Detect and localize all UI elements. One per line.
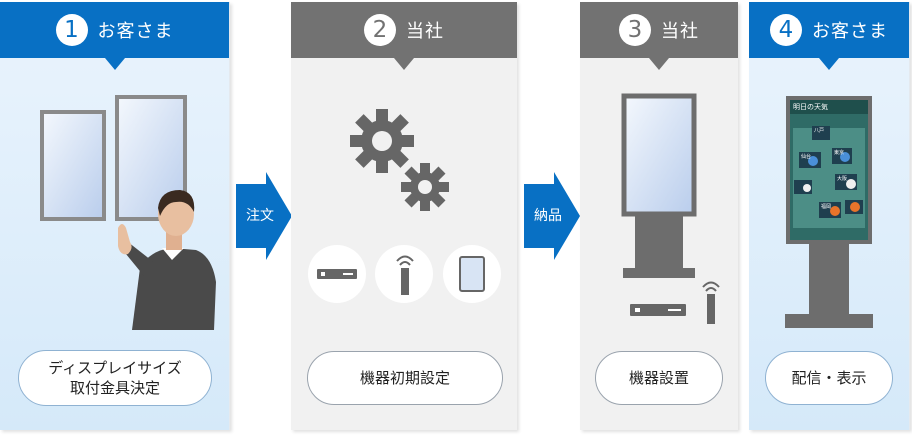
step-1-header-pointer — [104, 58, 125, 70]
signage-city-5: 福岡 — [821, 204, 832, 210]
person-pointing-illustration — [118, 190, 216, 330]
step-4-number: 4 — [770, 14, 802, 46]
step-3-panel: 3 当社 機器設置 — [580, 2, 738, 430]
step-4-header: 4 お客さま — [749, 2, 909, 58]
signage-stand-illustration — [621, 93, 697, 278]
step-4-panel: 4 お客さま 明日の天気 八戸 仙台 東京 大阪 福岡 配信・表示 — [749, 2, 910, 430]
step-3-header-pointer — [649, 58, 669, 70]
signage-with-content-illustration — [785, 96, 873, 328]
set-top-box-icon — [630, 304, 686, 316]
router-device-circle — [375, 245, 433, 303]
step-3-number: 3 — [619, 14, 651, 46]
step-2-number: 2 — [364, 14, 396, 46]
step-1-label: ディスプレイサイズ 取付金具決定 — [18, 350, 212, 406]
wireless-router-icon — [702, 281, 720, 324]
step-2-header: 2 当社 — [291, 2, 517, 58]
step-2-title: 当社 — [406, 21, 444, 42]
step-3-label: 機器設置 — [595, 351, 723, 405]
step-2-label: 機器初期設定 — [307, 351, 503, 405]
step-1-label-line1: ディスプレイサイズ — [48, 359, 182, 377]
step-1-title: お客さま — [97, 21, 174, 42]
display-device-circle — [443, 245, 501, 303]
step-4-label: 配信・表示 — [765, 351, 893, 405]
tablet-display-icon — [459, 256, 485, 292]
step-3-title: 当社 — [661, 21, 699, 42]
signage-city-3: 東京 — [834, 150, 845, 156]
step-2-header-pointer — [394, 58, 414, 70]
step-1-panel: 1 お客さま ディスプレイサイズ 取付金具決定 — [0, 2, 230, 430]
step-1-header: 1 お客さま — [0, 2, 229, 58]
delivery-arrow: 納品 — [524, 172, 580, 260]
order-arrow-label: 注文 — [246, 208, 274, 224]
gears-icon — [350, 109, 449, 211]
step-4-title: お客さま — [812, 21, 888, 42]
set-top-box-icon — [317, 269, 357, 279]
order-arrow: 注文 — [236, 172, 292, 260]
wireless-router-icon — [396, 255, 414, 295]
step-1-number: 1 — [55, 14, 88, 46]
delivery-arrow-shape — [524, 172, 580, 260]
signage-city-1: 八戸 — [814, 128, 825, 134]
order-arrow-shape — [236, 172, 292, 260]
step-2-panel: 2 当社 — [291, 2, 517, 430]
signage-screen-title: 明日の天気 — [793, 103, 828, 111]
delivery-arrow-label: 納品 — [534, 208, 562, 224]
step-1-label-line2: 取付金具決定 — [69, 379, 160, 397]
step-4-header-pointer — [819, 58, 839, 70]
stb-device-circle — [308, 245, 366, 303]
signage-city-2: 仙台 — [801, 154, 812, 160]
signage-city-4: 大阪 — [837, 176, 848, 182]
step-3-header: 3 当社 — [580, 2, 738, 58]
